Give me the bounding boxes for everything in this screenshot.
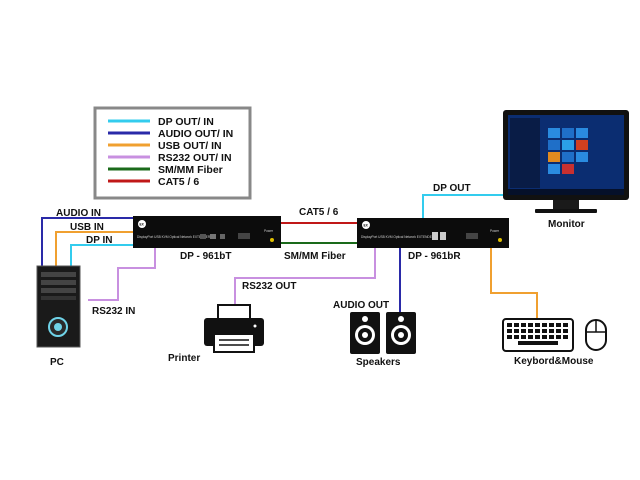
receiver-port-usb1 [432, 232, 438, 240]
label-usb-in: USB IN [70, 222, 104, 233]
transmitter-front-text: DisplayPort USB KVM Optical Network EXTE… [137, 235, 211, 239]
transmitter-port-dp [200, 234, 206, 239]
cables [41, 194, 538, 318]
keyboard-key [563, 323, 568, 327]
receiver-port-hdmi [466, 233, 478, 239]
legend-label-cat: CAT5 / 6 [158, 176, 199, 188]
keyboard-key [535, 323, 540, 327]
legend-label-rs232: RS232 OUT/ IN [158, 152, 232, 164]
speakers-icon [350, 312, 416, 354]
keyboard-key [549, 323, 554, 327]
keyboard-key [507, 329, 512, 333]
keyboard-key [549, 329, 554, 333]
label-pc: PC [50, 357, 64, 368]
cable-rs232-out [234, 248, 376, 305]
transmitter-port-hdmi [238, 233, 250, 239]
keyboard-key [514, 335, 519, 339]
keyboard-key [528, 329, 533, 333]
keyboard-key [507, 323, 512, 327]
receiver-model-label: DP - 961bR [408, 251, 461, 262]
receiver-power-label: Power [490, 229, 500, 233]
transmitter-port-usb [210, 234, 216, 239]
label-printer: Printer [168, 353, 200, 364]
keyboard-key [563, 329, 568, 333]
transmitter-power-label: Power [264, 229, 274, 233]
legend-label-usb: USB OUT/ IN [158, 140, 222, 152]
label-audio-out: AUDIO OUT [333, 300, 389, 311]
keyboard-key [514, 329, 519, 333]
keyboard-icon [502, 318, 574, 352]
label-speakers: Speakers [356, 357, 401, 368]
label-dp-in: DP IN [86, 235, 113, 246]
transmitter-logo-icon [138, 220, 146, 228]
keyboard-key [542, 335, 547, 339]
keyboard-key [535, 329, 540, 333]
label-audio-in: AUDIO IN [56, 208, 101, 219]
legend-label-dp: DP OUT/ IN [158, 116, 214, 128]
cable-audio-in [41, 217, 133, 268]
keyboard-key [556, 329, 561, 333]
keyboard-key [521, 335, 526, 339]
legend-label-audio: AUDIO OUT/ IN [158, 128, 233, 140]
label-rs232-out: RS232 OUT [242, 281, 296, 292]
keyboard-key [542, 323, 547, 327]
keyboard-key [528, 323, 533, 327]
cable-rs232-in [88, 248, 156, 301]
keyboard-key [556, 335, 561, 339]
keyboard-key [521, 323, 526, 327]
label-dp-out: DP OUT [433, 183, 471, 194]
keyboard-key [528, 335, 533, 339]
receiver-port-usb2 [440, 232, 446, 240]
receiver-power-led-icon [498, 238, 502, 242]
keyboard-key [542, 329, 547, 333]
receiver-badge: EX [364, 223, 369, 227]
transmitter-device: EX DisplayPort USB KVM Optical Network E… [133, 216, 281, 262]
cable-usb-out [490, 248, 538, 318]
monitor-icon [503, 110, 629, 213]
transmitter-power-led-icon [270, 238, 274, 242]
keyboard-key [535, 335, 540, 339]
mouse-icon [585, 319, 607, 351]
pc-icon [36, 265, 81, 348]
keyboard-key [507, 335, 512, 339]
legend-label-fiber: SM/MM Fiber [158, 164, 223, 176]
keyboard-key [514, 323, 519, 327]
receiver-device: EX DisplayPort USB KVM Optical Network E… [357, 218, 509, 262]
label-monitor: Monitor [548, 219, 585, 230]
legend-box [93, 106, 252, 200]
keyboard-key [549, 335, 554, 339]
keyboard-key [521, 329, 526, 333]
transmitter-badge: EX [140, 222, 145, 226]
label-cat: CAT5 / 6 [299, 207, 339, 218]
printer-icon [204, 304, 264, 353]
cable-usb-in [55, 231, 133, 268]
transmitter-port-audio [220, 234, 225, 239]
keyboard-key [556, 323, 561, 327]
transmitter-model-label: DP - 961bT [180, 251, 232, 262]
receiver-front-text: DisplayPort USB KVM Optical Network EXTE… [361, 235, 435, 239]
label-rs232-in: RS232 IN [92, 306, 135, 317]
receiver-logo-icon [362, 221, 370, 229]
transmitter-body [133, 216, 281, 248]
label-fiber: SM/MM Fiber [284, 251, 346, 262]
cable-dp-out [422, 194, 503, 218]
keyboard-key [563, 335, 568, 339]
label-keyboard-mouse: Keybord&Mouse [514, 356, 594, 367]
legend: DP OUT/ IN AUDIO OUT/ IN USB OUT/ IN RS2… [93, 106, 252, 200]
cable-dp-in [70, 244, 133, 268]
